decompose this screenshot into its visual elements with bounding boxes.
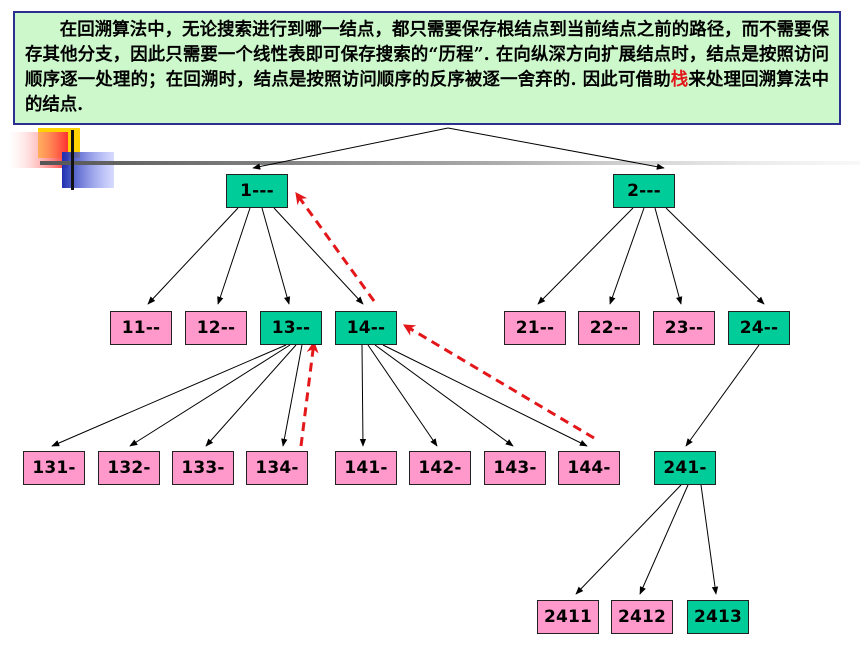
tree-node-241: 241- [654, 451, 716, 485]
tree-edge [685, 344, 760, 447]
tree-edge [359, 344, 367, 447]
tree-edge [447, 127, 665, 170]
tree-node-2412: 2412 [611, 600, 673, 634]
tree-edge [129, 344, 291, 447]
tree-node-11: 11-- [110, 311, 172, 345]
tree-node-131: 131- [23, 451, 85, 485]
tree-edge [665, 207, 765, 305]
tree-node-142: 142- [409, 451, 471, 485]
tree-node-22: 22-- [578, 311, 640, 345]
tree-node-23: 23-- [653, 311, 715, 345]
tree-edge [217, 207, 251, 305]
description-text: 在回溯算法中，无论搜索进行到哪一结点，都只需要保存根结点到当前结点之前的路径，而… [25, 20, 829, 90]
tree-edge [367, 344, 438, 447]
tree-node-12: 12-- [185, 311, 247, 345]
tree-node-144: 144- [558, 451, 620, 485]
tree-node-132: 132- [98, 451, 160, 485]
tree-node-13: 13-- [260, 311, 322, 345]
tree-edge [281, 344, 303, 447]
backtrack-arrow [294, 192, 376, 302]
tree-node-1: 1--- [226, 174, 288, 208]
tree-node-134: 134- [246, 451, 308, 485]
tree-edge [147, 207, 239, 305]
tree-edge [51, 344, 287, 447]
tree-edge [382, 344, 588, 447]
tree-node-141: 141- [335, 451, 397, 485]
tree-edge [639, 484, 689, 595]
tree-node-14: 14-- [335, 311, 397, 345]
tree-node-2: 2--- [613, 174, 675, 208]
tree-edge [609, 207, 645, 305]
tree-edge [700, 484, 719, 595]
highlight-stack-word: 栈 [670, 70, 689, 90]
tree-node-133: 133- [172, 451, 234, 485]
tree-node-24: 24-- [728, 311, 790, 345]
tree-edge [537, 207, 634, 305]
description-box: 在回溯算法中，无论搜索进行到哪一结点，都只需要保存根结点到当前结点之前的路径，而… [13, 11, 841, 125]
tree-edge [654, 207, 683, 305]
tree-node-2413: 2413 [687, 600, 749, 634]
backtrack-arrow [402, 323, 595, 440]
tree-node-2411: 2411 [537, 600, 599, 634]
tree-node-143: 143- [484, 451, 546, 485]
backtrack-arrow [299, 340, 319, 447]
tree-edge [575, 484, 682, 595]
description-text-end: 来处理回溯算法中的结点. [25, 70, 829, 115]
tree-edge [273, 207, 364, 305]
tree-edge [261, 207, 291, 305]
tree-node-21: 21-- [504, 311, 566, 345]
tree-edge [205, 344, 297, 447]
tree-edge [374, 344, 514, 447]
tree-edge [252, 127, 449, 170]
